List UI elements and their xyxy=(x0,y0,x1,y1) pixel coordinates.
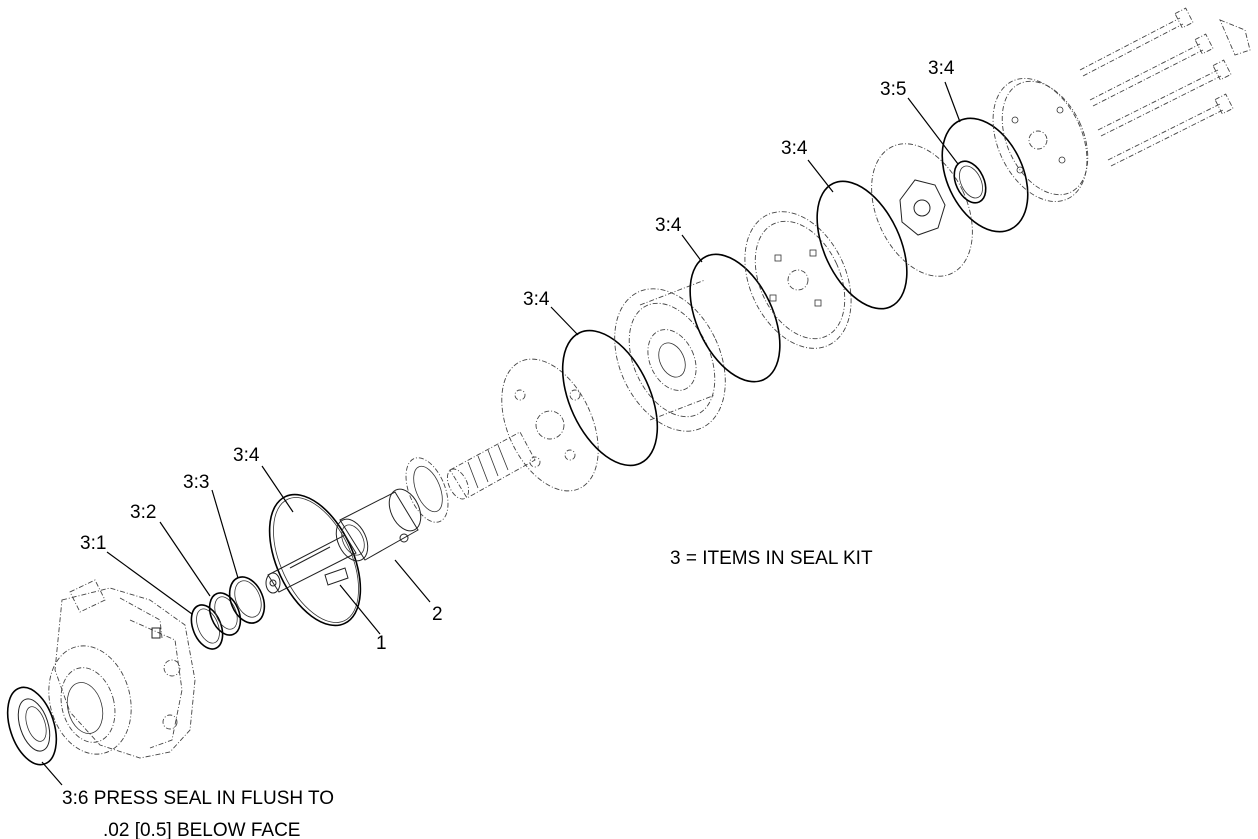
end-cap-part xyxy=(992,78,1089,202)
balance-plate-part xyxy=(871,143,973,277)
thrust-bearing-part xyxy=(405,457,449,523)
seal-3-6-part xyxy=(6,686,58,766)
bolts-part xyxy=(1079,7,1251,167)
seal-3-5-part xyxy=(953,160,987,204)
shaft-part xyxy=(265,534,357,594)
callout-3-3: 3:3 xyxy=(183,472,209,493)
oring-3-4-c-part xyxy=(689,253,781,383)
callout-3-4-a: 3:4 xyxy=(233,445,260,466)
oring-3-4-d-part xyxy=(816,180,908,310)
seal-kit-note: 3 = ITEMS IN SEAL KIT xyxy=(670,548,873,569)
press-seal-note-line2: .02 [0.5] BELOW FACE xyxy=(103,820,300,839)
callout-3-4-e: 3:4 xyxy=(928,58,955,79)
callout-3-2: 3:2 xyxy=(130,502,156,523)
ring-3-3-part xyxy=(228,576,266,624)
geroler-part xyxy=(614,279,726,432)
valve-plate-part xyxy=(744,211,852,349)
callout-3-4-c: 3:4 xyxy=(655,215,682,236)
callout-3-1: 3:1 xyxy=(80,533,106,554)
wear-plate-part xyxy=(501,358,599,492)
ring-3-1-part xyxy=(190,604,224,650)
ring-3-2-part xyxy=(208,592,242,636)
leader-lines xyxy=(41,81,961,786)
oring-3-4-b-part xyxy=(561,329,659,467)
oring-3-4-e-part xyxy=(941,117,1029,233)
callout-3-5: 3:5 xyxy=(880,79,906,100)
sleeve-part xyxy=(335,488,422,562)
press-seal-note-line1: 3:6 PRESS SEAL IN FLUSH TO xyxy=(62,788,334,809)
drive-link-part xyxy=(446,431,536,500)
callout-1: 1 xyxy=(376,633,387,654)
callout-2: 2 xyxy=(432,604,443,625)
motor-housing-part xyxy=(48,579,196,759)
oring-3-4-shaft-part xyxy=(268,493,362,627)
callout-3-4-b: 3:4 xyxy=(523,289,550,310)
callout-3-4-d: 3:4 xyxy=(781,138,808,159)
